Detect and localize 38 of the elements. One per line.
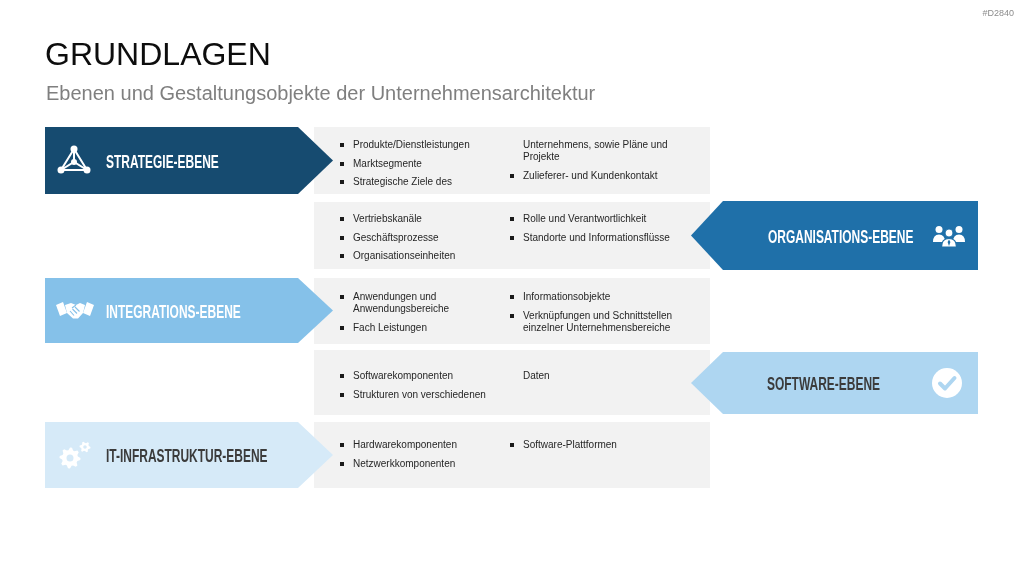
list-item: Hardwarekomponenten [340,439,457,451]
list-item: Softwarekomponenten [340,370,454,382]
banner-title: SOFTWARE-EBENE [767,374,881,394]
list-item: Informationsobjekte [510,291,611,303]
banner-title: ORGANISATIONS-EBENE [768,226,914,247]
content-panel [314,278,710,344]
list-item: Anwendungen und Anwendungsbereiche [340,291,505,315]
list-item: Netzwerkkomponenten [340,457,456,470]
list-item: Strategische Ziele des [340,176,452,188]
list-item: Verknüpfungen und Schnittstellen einzelner Unternehmensbereiche [510,309,683,334]
slide-subtitle: Ebenen und Gestaltungsobjekte der Unternehmensarchitektur [46,81,596,105]
list-item: Software-Plattformen [510,439,617,451]
arrow-banner [691,352,978,414]
list-item: Standorte und Informationsflüsse [510,231,670,244]
slide-title: GRUNDLAGEN [45,35,271,74]
list-item: Strukturen von verschiedenen [340,388,486,401]
list-item: Produkte/Dienstleistungen [340,139,470,151]
list-item: Fach Leistungen [340,321,427,334]
list-item: Organisationseinheiten [340,250,456,262]
list-item: Vertriebskanäle [340,213,422,225]
arrow-banner [45,127,333,194]
arrow-banner [45,278,333,343]
list-item: Rolle und Verantwortlichkeit [510,213,647,225]
slide-id: #D2840 [982,8,1014,19]
list-item: Daten [523,370,550,382]
banner-title: INTEGRATIONS-EBENE [106,301,241,322]
content-panel [314,202,710,269]
arrow-banner [691,201,978,270]
list-item: Unternehmens, sowie Pläne und Projekte [523,139,669,163]
list-item: Marktsegmente [340,157,422,170]
content-panel [314,422,710,488]
list-item: Geschäftsprozesse [340,231,439,244]
content-panel [314,350,710,415]
list-item: Zulieferer- und Kundenkontakt [510,169,658,182]
arrow-banner [45,422,333,488]
banner-title: STRATEGIE-EBENE [106,151,219,172]
content-panel [314,127,710,194]
banner-title: IT-INFRASTRUKTUR-EBENE [106,446,268,466]
